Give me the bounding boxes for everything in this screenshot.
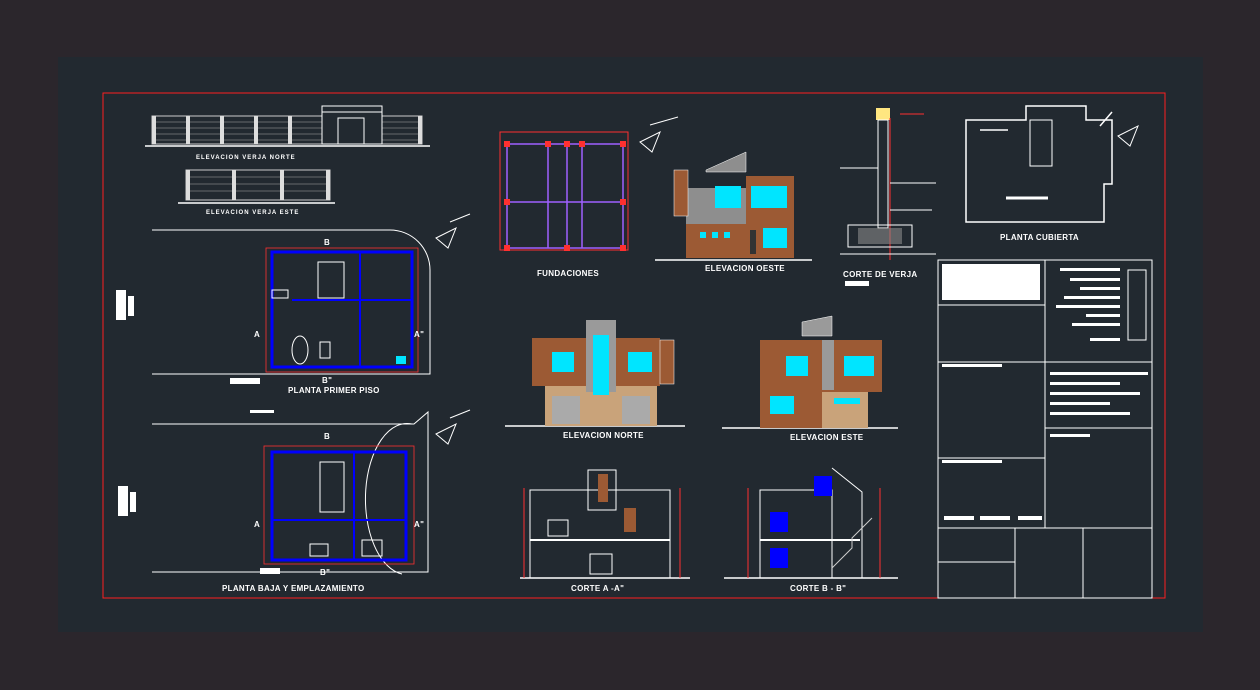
label-elevacion-verja-este: ELEVACION VERJA ESTE [206, 210, 300, 216]
label-corte-de-verja: CORTE DE VERJA [843, 270, 918, 279]
north-arrow-1 [639, 116, 679, 153]
section-mark-a-left-2: A [254, 520, 261, 529]
ground-floor-plan [118, 410, 429, 575]
section-mark-b2-bottom-1: B" [322, 376, 333, 385]
section-b-b [724, 467, 898, 579]
section-mark-b2-bottom-2: B" [320, 568, 331, 577]
fence-north-elevation [145, 105, 430, 147]
label-fundaciones: FUNDACIONES [537, 269, 599, 278]
north-arrow-2 [435, 213, 471, 249]
label-corte-a-a: CORTE A -A" [571, 584, 625, 593]
label-planta-baja: PLANTA BAJA Y EMPLAZAMIENTO [222, 584, 365, 593]
section-mark-a2-right-2: A" [414, 520, 425, 529]
fence-east-elevation [178, 169, 335, 204]
foundations-plan [499, 131, 629, 251]
label-elevacion-este: ELEVACION ESTE [790, 433, 864, 442]
west-elevation [655, 151, 812, 261]
section-mark-a2-right-1: A" [414, 330, 425, 339]
sheet-border [102, 92, 1166, 599]
east-elevation [722, 315, 898, 429]
label-elevacion-norte: ELEVACION NORTE [563, 431, 644, 440]
label-elevacion-verja-norte: ELEVACION VERJA NORTE [196, 155, 296, 161]
north-elevation [505, 320, 685, 427]
section-a-a [520, 469, 690, 579]
section-mark-b-top-1: B [324, 238, 331, 247]
title-logo-box [942, 264, 1040, 300]
roof-plan [965, 105, 1113, 223]
north-arrow-3 [435, 409, 471, 445]
label-elevacion-oeste: ELEVACION OESTE [705, 264, 785, 273]
section-mark-b-top-2: B [324, 432, 331, 441]
title-block-text-lines [942, 268, 1148, 520]
label-corte-b-b: CORTE B - B" [790, 584, 847, 593]
label-planta-primer-piso: PLANTA PRIMER PISO [288, 386, 380, 395]
first-floor-plan [116, 229, 431, 413]
label-planta-cubierta: PLANTA CUBIERTA [1000, 233, 1080, 242]
section-mark-a-left-1: A [254, 330, 261, 339]
fence-section [840, 108, 936, 286]
title-block [937, 259, 1153, 599]
north-arrow-4 [1117, 124, 1139, 147]
